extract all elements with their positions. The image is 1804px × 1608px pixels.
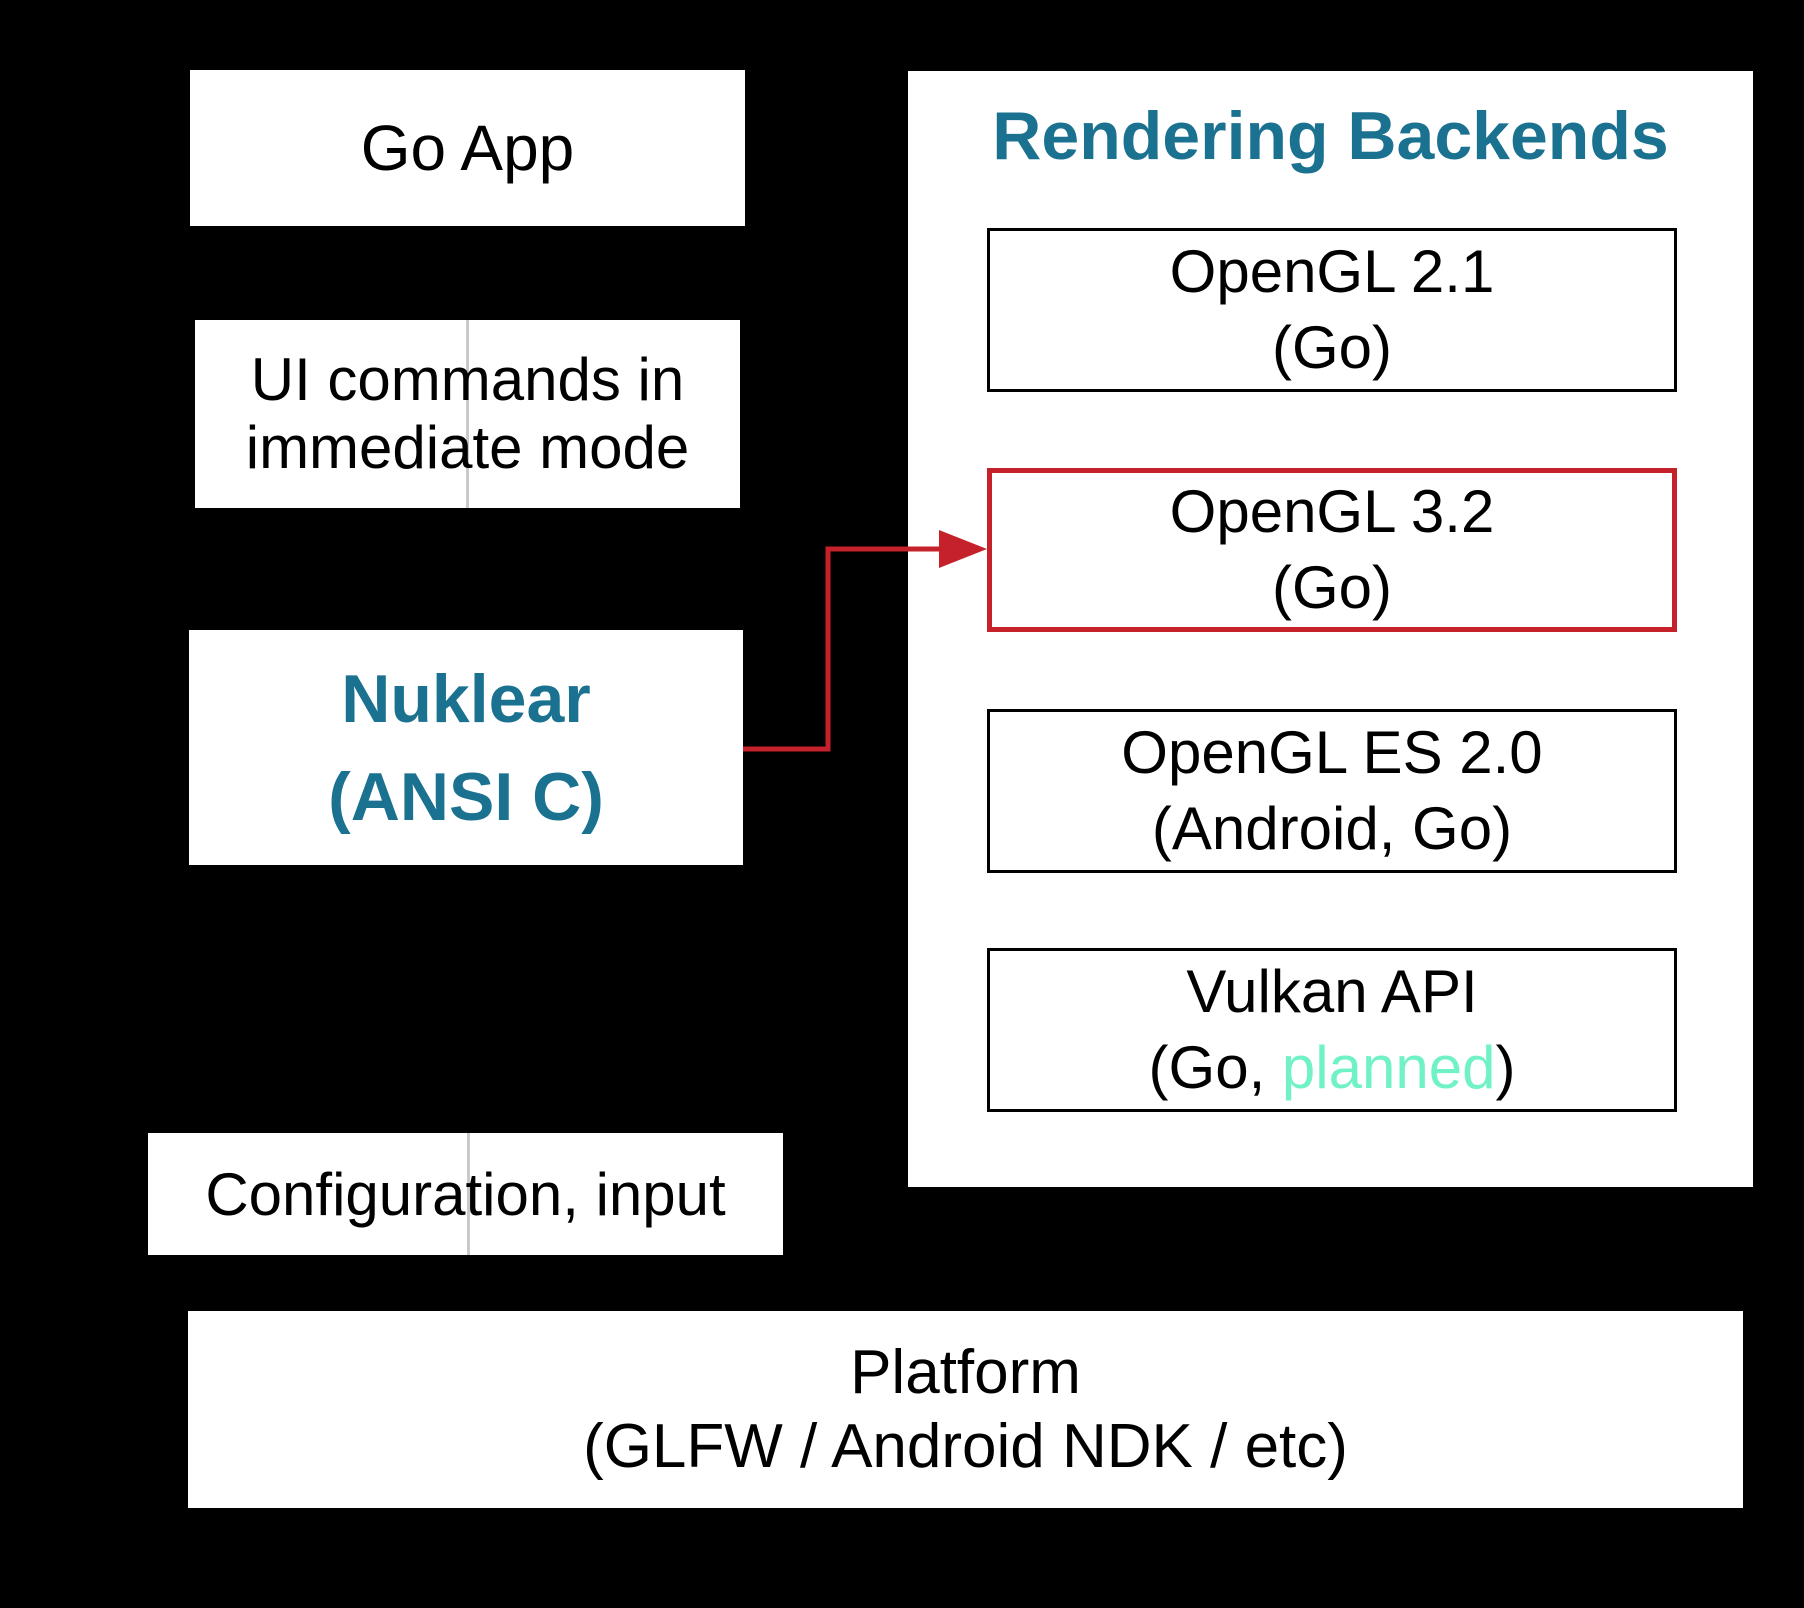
backend-vulkan-line2: (Go, planned)	[1149, 1030, 1516, 1106]
backend-opengl-3-2-line2: (Go)	[1272, 554, 1392, 621]
ui-commands-box: UI commands in immediate mode	[195, 320, 740, 508]
backend-opengl-2-1-line1: OpenGL 2.1	[1169, 238, 1495, 305]
vulkan-line2-prefix: (Go,	[1148, 1034, 1282, 1101]
backend-box-vulkan-api: Vulkan API (Go, planned)	[987, 948, 1677, 1112]
connector-line-bottom	[467, 1133, 470, 1255]
backend-vulkan-line1: Vulkan API	[1186, 958, 1478, 1025]
backend-box-opengl-3-2-highlighted: OpenGL 3.2 (Go)	[987, 468, 1677, 632]
platform-box: Platform (GLFW / Android NDK / etc)	[188, 1311, 1743, 1508]
backend-opengl-3-2-line1: OpenGL 3.2	[1169, 478, 1495, 545]
ui-commands-line2: immediate mode	[245, 414, 690, 481]
configuration-label: Configuration, input	[205, 1160, 726, 1228]
configuration-box: Configuration, input	[148, 1133, 783, 1255]
backend-box-opengl-es-2-0: OpenGL ES 2.0 (Android, Go)	[987, 709, 1677, 873]
go-app-box: Go App	[190, 70, 745, 226]
ui-commands-line1: UI commands in	[250, 346, 685, 413]
nuklear-box: Nuklear (ANSI C)	[189, 630, 743, 865]
backend-opengl-es-2-0-line2: (Android, Go)	[1151, 795, 1513, 862]
backend-opengl-2-1-line2: (Go)	[1272, 314, 1392, 381]
vulkan-line2-suffix: )	[1495, 1034, 1516, 1101]
connector-line-top	[466, 320, 469, 508]
nuklear-line1: Nuklear	[341, 660, 591, 737]
backend-opengl-es-2-0-line1: OpenGL ES 2.0	[1121, 719, 1543, 786]
go-app-label: Go App	[360, 112, 575, 184]
backend-box-opengl-2-1: OpenGL 2.1 (Go)	[987, 228, 1677, 392]
nuklear-line2: (ANSI C)	[328, 758, 604, 835]
platform-line1: Platform	[850, 1337, 1081, 1407]
platform-line2: (GLFW / Android NDK / etc)	[583, 1411, 1348, 1481]
rendering-backends-panel: Rendering Backends OpenGL 2.1 (Go) OpenG…	[908, 71, 1753, 1187]
rendering-backends-title: Rendering Backends	[992, 98, 1669, 174]
vulkan-planned-text: planned	[1281, 1034, 1496, 1101]
